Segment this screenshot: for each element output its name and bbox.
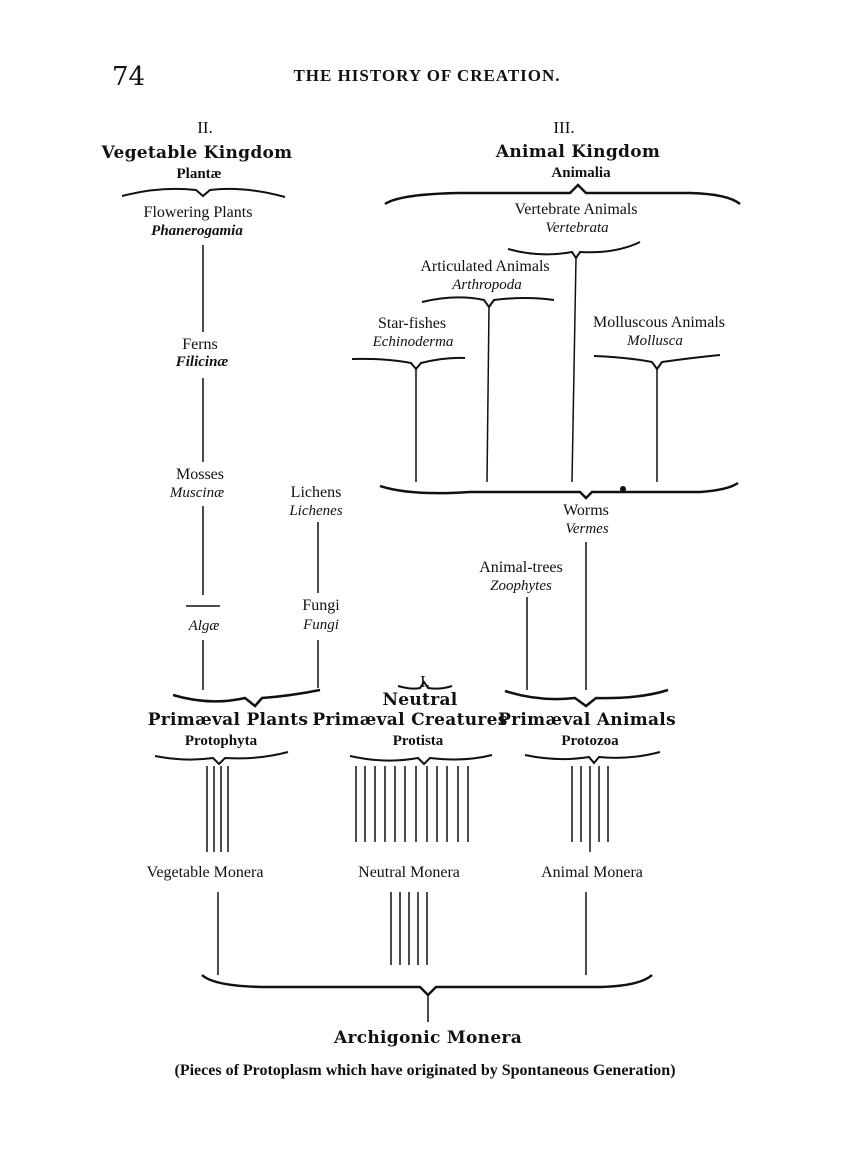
protophyta-bottom-brace [154,751,289,766]
neutral-title-line1: Neutral [382,690,458,710]
fungi-latin: Fungi [303,617,339,633]
protophyta-top-brace [172,688,321,708]
mosses-latin: Muscinæ [169,485,225,501]
animal-numeral: III. [553,118,575,137]
neutral-numeral: I. [420,672,430,691]
arthropoda-latin: Arthropoda [452,277,522,293]
animalia-brace [384,183,741,206]
neutral-monera: Neutral Monera [358,864,460,881]
vegetable-kingdom-latin: Plantæ [176,166,222,182]
animal-kingdom-title: Animal Kingdom [495,142,661,162]
algae: Algæ [188,618,220,634]
flowering-plants-latin: Phanerogamia [151,223,243,239]
page-number: 74 [112,62,146,92]
neutral-small-brace [397,680,453,690]
animal-monera: Animal Monera [541,864,643,881]
protozoa-lines [571,766,609,852]
ink-dot [620,486,626,492]
vermes-latin: Vermes [565,521,609,537]
vegetable-numeral: II. [197,118,213,137]
neutral-monera-lines [390,892,428,965]
animal-kingdom-latin: Animalia [551,165,611,181]
vermes-top-brace [379,481,739,500]
archigonic-monera: Archigonic Monera [333,1028,523,1048]
ferns: Ferns [182,336,218,353]
line-arthropoda [486,306,490,483]
protozoa-top-brace [504,688,669,708]
arthropoda-brace [421,296,555,309]
running-title: THE HISTORY OF CREATION. [293,66,561,85]
mosses: Mosses [175,466,225,483]
protista-latin: Protista [392,733,444,749]
mollusca-brace [593,354,721,371]
vegetable-monera: Vegetable Monera [146,864,264,881]
worms: Worms [563,502,609,519]
vertebrata-latin: Vertebrata [545,220,609,236]
vertebrata-brace [507,241,641,260]
echinoderma-latin: Echinoderma [372,334,454,350]
molluscous-animals: Molluscous Animals [592,314,726,331]
vegetable-kingdom-title: Vegetable Kingdom [101,143,293,163]
lichens-latin: Lichenes [289,503,343,519]
zoophytes-latin: Zoophytes [490,578,552,594]
caption: (Pieces of Protoplasm which have origina… [174,1062,676,1079]
protozoa-latin: Protozoa [561,733,619,749]
protophyta-lines [206,766,229,852]
animal-trees: Animal-trees [479,559,563,576]
primaeval-animals: Primæval Animals [498,710,676,730]
protophyta-latin: Protophyta [184,733,258,749]
primaeval-plants: Primæval Plants [147,710,309,730]
protozoa-bottom-brace [524,751,661,765]
ferns-latin: Filicinæ [175,354,229,370]
line-vertebrata [571,257,577,483]
lichens: Lichens [290,484,342,501]
vertebrate-animals: Vertebrate Animals [514,201,638,218]
root-brace [201,974,653,997]
protista-lines [355,766,469,842]
echinoderma-brace [351,356,466,371]
plants-brace [121,187,286,198]
neutral-title-line2: Primæval Creatures [312,710,508,730]
flowering-plants: Flowering Plants [143,204,253,221]
protista-bottom-brace [349,754,493,766]
star-fishes: Star-fishes [377,315,447,332]
fungi: Fungi [302,597,340,614]
mollusca-latin: Mollusca [627,333,683,349]
articulated-animals: Articulated Animals [420,258,550,275]
